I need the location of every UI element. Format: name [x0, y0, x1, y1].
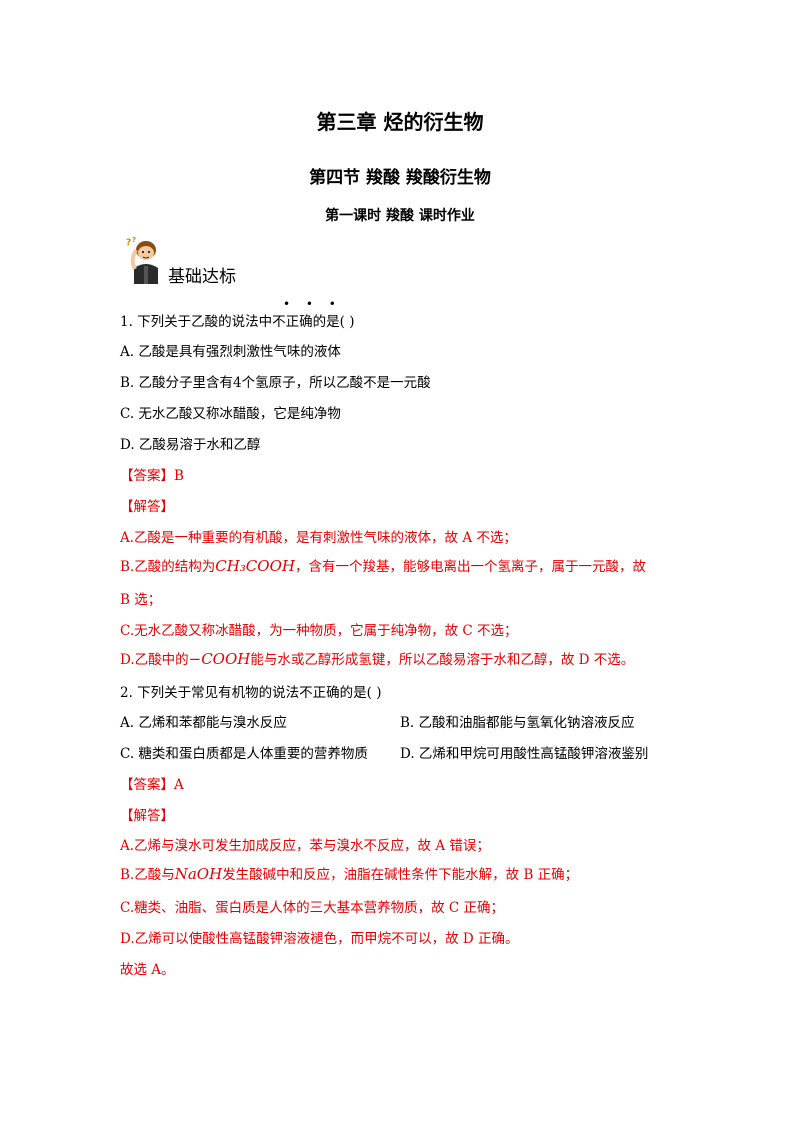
section-banner-label: 基础达标 [168, 267, 236, 287]
svg-text:?: ? [132, 236, 136, 244]
lesson-title: 第一课时 羧酸 课时作业 [325, 208, 475, 224]
q1-analysis-c: C.无水乙酸又称冰醋酸，为一种物质，它属于纯净物，故 C 不选； [120, 623, 518, 639]
q2-option-c: C. 糖类和蛋白质都是人体重要的营养物质 [120, 746, 368, 762]
q1-option-b: B. 乙酸分子里含有4个氢原子，所以乙酸不是一元酸 [120, 375, 431, 391]
q2-analysis-b: B.乙酸与NaOH发生酸碱中和反应，油脂在碱性条件下能水解，故 B 正确； [120, 863, 578, 883]
q1-option-a: A. 乙酸是具有强烈刺激性气味的液体 [120, 344, 341, 360]
svg-text:?: ? [126, 238, 131, 248]
q2-analysis-c: C.糖类、油脂、蛋白质是人体的三大基本营养物质，故 C 正确； [120, 900, 505, 916]
q2-analysis-b-pre: B.乙酸与 [120, 867, 175, 883]
thinking-boy-icon: ? ? [126, 236, 158, 284]
q2-answer: 【答案】A [120, 777, 184, 793]
q2-option-b: B. 乙酸和油脂都能与氢氧化钠溶液反应 [400, 715, 635, 731]
q1-formula-ch3cooh: CH₃COOH [215, 557, 295, 575]
q1-analysis-b-post: ，含有一个羧基，能够电离出一个氢离子，属于一元酸，故 [294, 559, 646, 575]
q1-analysis-d-pre: D.乙酸中的 [120, 652, 189, 668]
q1-analysis-b: B.乙酸的结构为CH₃COOH，含有一个羧基，能够电离出一个氢离子，属于一元酸，… [120, 555, 646, 575]
chapter-title: 第三章 烃的衍生物 [316, 110, 484, 134]
q1-stem: 1. 下列关于乙酸的说法中不正确的是( ) [120, 314, 355, 330]
q1-analysis-d: D.乙酸中的−COOH能与水或乙醇形成氢键，所以乙酸易溶于水和乙醇，故 D 不选… [120, 648, 634, 668]
q2-option-d: D. 乙烯和甲烷可用酸性高锰酸钾溶液鉴别 [400, 746, 649, 762]
q2-analysis-title: 【解答】 [120, 808, 174, 824]
q1-analysis-b-pre: B.乙酸的结构为 [120, 559, 216, 575]
q1-analysis-b-cont: B 选； [120, 592, 162, 608]
q2-analysis-b-post: 发生酸碱中和反应，油脂在碱性条件下能水解，故 B 正确； [222, 867, 579, 883]
q1-formula-cooh: −COOH [188, 650, 251, 668]
q2-conclusion: 故选 A。 [120, 962, 175, 978]
emphasis-dots: • • • [283, 297, 342, 311]
q1-option-c: C. 无水乙酸又称冰醋酸，它是纯净物 [120, 406, 341, 422]
q2-analysis-a: A.乙烯与溴水可发生加成反应，苯与溴水不反应，故 A 错误； [120, 838, 490, 854]
q2-analysis-d: D.乙烯可以使酸性高锰酸钾溶液褪色，而甲烷不可以，故 D 正确。 [120, 931, 519, 947]
section-title: 第四节 羧酸 羧酸衍生物 [309, 168, 491, 188]
q1-option-d: D. 乙酸易溶于水和乙醇 [120, 437, 261, 453]
q2-option-a: A. 乙烯和苯都能与溴水反应 [120, 715, 287, 731]
q1-analysis-a: A.乙酸是一种重要的有机酸，是有刺激性气味的液体，故 A 不选； [120, 530, 517, 546]
q1-analysis-d-post: 能与水或乙醇形成氢键，所以乙酸易溶于水和乙醇，故 D 不选。 [250, 652, 635, 668]
q1-answer: 【答案】B [120, 468, 184, 484]
q1-analysis-title: 【解答】 [120, 499, 174, 515]
q2-stem: 2. 下列关于常见有机物的说法不正确的是( ) [120, 685, 382, 701]
q2-formula-naoh: NaOH [174, 865, 223, 883]
